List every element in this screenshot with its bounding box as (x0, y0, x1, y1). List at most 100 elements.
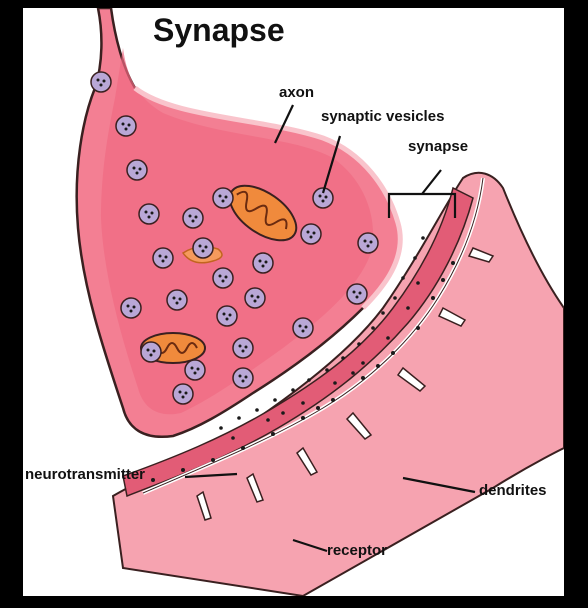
diagram-frame: Synapse axon synaptic vesicles synapse n… (23, 8, 564, 596)
vesicle-content-dot (304, 325, 308, 329)
synaptic-vesicle (115, 115, 137, 137)
vesicle-content-dot (298, 324, 302, 328)
vesicle-content-dot (164, 255, 168, 259)
synaptic-vesicle (140, 341, 162, 363)
synaptic-vesicle (138, 203, 160, 225)
vesicle-content-dot (178, 390, 182, 394)
vesicle-content-dot (352, 290, 356, 294)
vesicle-content-dot (196, 367, 200, 371)
axon-pointer (274, 104, 294, 144)
neurotransmitter-dots (219, 236, 425, 440)
label-synaptic-vesicles: synaptic vesicles (321, 108, 445, 125)
synaptic-vesicle (172, 383, 194, 405)
vesicle-content-dot (241, 379, 245, 383)
vesicle-content-dot (224, 275, 228, 279)
label-neurotransmitter: neurotransmitter (25, 466, 146, 483)
synaptic-vesicle (346, 283, 368, 305)
vesicle-content-dot (301, 329, 305, 333)
vesicle-content-dot (150, 211, 154, 215)
synaptic-vesicle (232, 337, 254, 359)
vesicle-content-dot (124, 127, 128, 131)
vesicle-content-dot (193, 371, 197, 375)
synaptic-vesicle (244, 287, 266, 309)
synaptic-vesicle (292, 317, 314, 339)
vesicle-content-dot (138, 167, 142, 171)
vesicle-content-dot (132, 166, 136, 170)
vesicle-content-dot (127, 123, 131, 127)
vesicle-content-dot (204, 245, 208, 249)
vesicle-content-dot (175, 301, 179, 305)
synaptic-vesicle (252, 252, 274, 274)
receptor-notch (246, 472, 264, 503)
vesicle-content-dot (241, 349, 245, 353)
vesicle-content-dot (190, 366, 194, 370)
vesicle-content-dot (318, 194, 322, 198)
vesicle-group (90, 71, 379, 405)
vesicle-content-dot (152, 349, 156, 353)
vesicle-content-dot (178, 297, 182, 301)
vesicle-content-dot (218, 274, 222, 278)
vesicle-content-dot (225, 317, 229, 321)
vesicle-content-dot (312, 231, 316, 235)
receptor-pointer (292, 538, 328, 553)
synaptic-vesicle (90, 71, 112, 93)
vesicle-content-dot (222, 312, 226, 316)
vesicle-content-dot (158, 254, 162, 258)
vesicle-content-dot (256, 295, 260, 299)
vesicle-content-dot (258, 259, 262, 263)
vesicle-content-dot (369, 240, 373, 244)
vesicle-content-dot (102, 79, 106, 83)
label-dendrites: dendrites (479, 482, 547, 499)
vesicle-content-dot (144, 210, 148, 214)
vesicle-content-dot (244, 375, 248, 379)
vesicle-content-dot (306, 230, 310, 234)
vesicle-content-dot (221, 199, 225, 203)
vesicles-pointer (321, 135, 342, 194)
vesicle-content-dot (253, 299, 257, 303)
receptor-notch (345, 411, 373, 440)
synaptic-vesicle (184, 359, 206, 381)
synaptic-vesicle (212, 267, 234, 289)
vesicle-content-dot (355, 295, 359, 299)
synaptic-vesicle (192, 237, 214, 259)
vesicle-content-dot (264, 260, 268, 264)
vesicle-content-dot (244, 345, 248, 349)
synaptic-vesicle (357, 232, 379, 254)
synapse-bracket (387, 169, 457, 218)
vesicle-content-dot (238, 374, 242, 378)
vesicle-content-dot (149, 353, 153, 357)
vesicle-content-dot (132, 305, 136, 309)
dendrites-pointer (402, 476, 476, 494)
receptor-notch (467, 247, 495, 263)
synaptic-vesicle (312, 187, 334, 209)
vesicle-content-dot (309, 235, 313, 239)
vesicle-content-dot (188, 214, 192, 218)
vesicle-content-dot (201, 249, 205, 253)
vesicle-content-dot (146, 348, 150, 352)
vesicle-content-dot (366, 244, 370, 248)
vesicle-content-dot (228, 313, 232, 317)
receptor-notch (196, 490, 212, 521)
vesicle-content-dot (121, 122, 125, 126)
receptor-group (196, 247, 495, 521)
diagram-title: Synapse (153, 12, 285, 48)
synaptic-vesicle (120, 297, 142, 319)
receptor-notch (437, 306, 467, 327)
vesicle-content-dot (147, 215, 151, 219)
vesicle-content-dot (191, 219, 195, 223)
label-axon: axon (279, 84, 315, 101)
label-synapse: synapse (408, 138, 469, 155)
vesicle-content-dot (218, 194, 222, 198)
vesicle-content-dot (194, 215, 198, 219)
vesicle-content-dot (96, 78, 100, 82)
pointer-lines (184, 104, 476, 553)
vesicle-content-dot (198, 244, 202, 248)
vesicle-content-dot (129, 309, 133, 313)
vesicle-content-dot (184, 391, 188, 395)
receptor-notch (396, 366, 427, 392)
vesicle-content-dot (135, 171, 139, 175)
synaptic-vesicle (300, 223, 322, 245)
vesicle-content-dot (238, 344, 242, 348)
vesicle-content-dot (358, 291, 362, 295)
vesicle-content-dot (250, 294, 254, 298)
